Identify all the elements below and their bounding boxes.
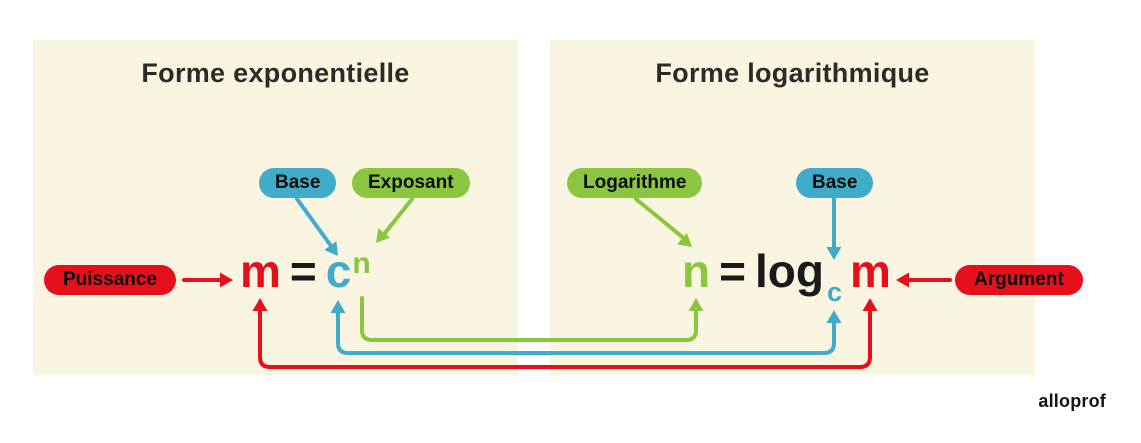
exponential-panel (33, 40, 518, 375)
exponent-n-symbol: n (352, 247, 371, 280)
base-badge-exponential: Base (259, 168, 337, 198)
logarithmic-panel (550, 40, 1035, 375)
log-operator: log (754, 245, 824, 297)
logarithm-n-symbol: n (682, 245, 711, 297)
base-c-subscript: c (826, 277, 842, 307)
exposant-badge: Exposant (352, 168, 470, 198)
base-badge-logarithmic: Base (796, 168, 874, 198)
logarithme-badge: Logarithme (567, 168, 703, 198)
equals-sign: = (719, 245, 746, 297)
equals-sign: = (289, 245, 317, 297)
exponential-panel-title: Forme exponentielle (141, 58, 410, 88)
power-m-symbol: m (240, 245, 281, 297)
exponential-equation: m=cn (240, 248, 371, 294)
alloprof-logo: alloprof (1038, 391, 1106, 411)
puissance-badge: Puissance (44, 265, 176, 295)
argument-m-symbol: m (850, 245, 891, 297)
argument-badge: Argument (955, 265, 1083, 295)
base-c-symbol: c (325, 245, 352, 297)
logarithmic-panel-title: Forme logarithmique (655, 58, 930, 88)
